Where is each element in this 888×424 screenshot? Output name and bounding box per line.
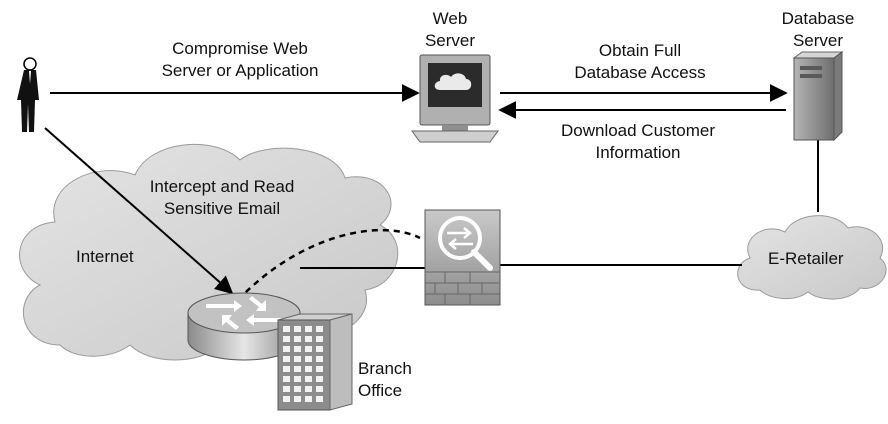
e-retailer-label: E-Retailer bbox=[768, 249, 844, 268]
compromise-label-line-1: Compromise Web bbox=[172, 39, 308, 58]
intercept-label: Intercept and Read Sensitive Email bbox=[122, 176, 322, 220]
building-window bbox=[305, 386, 312, 392]
download-label-line-1: Download Customer bbox=[560, 121, 715, 140]
building-window bbox=[294, 326, 301, 332]
building-window bbox=[283, 346, 290, 352]
intercept-arrow bbox=[44, 127, 234, 295]
building-window bbox=[283, 336, 290, 342]
download-label-line-2: Information bbox=[595, 143, 681, 162]
building-window bbox=[294, 356, 301, 362]
intercept-label-line-1: Intercept and Read bbox=[149, 177, 295, 196]
branch-office-label: Branch Office bbox=[358, 358, 412, 402]
building-window bbox=[305, 366, 312, 372]
building-window bbox=[294, 336, 301, 342]
building-window bbox=[305, 326, 312, 332]
building-window bbox=[283, 376, 290, 382]
building-window bbox=[283, 396, 290, 402]
obtain-access-label-line-2: Database Access bbox=[574, 63, 706, 82]
building-window bbox=[316, 396, 323, 402]
building-window bbox=[294, 346, 301, 352]
building-window bbox=[316, 386, 323, 392]
building-window bbox=[305, 396, 312, 402]
internet-label: Internet bbox=[76, 247, 134, 266]
building-window bbox=[316, 366, 323, 372]
building-window bbox=[283, 386, 290, 392]
firewall-ips-icon bbox=[424, 209, 501, 306]
building-window bbox=[316, 326, 323, 332]
router-icon bbox=[187, 292, 301, 361]
building-window bbox=[283, 326, 290, 332]
building-window bbox=[305, 346, 312, 352]
building-window bbox=[294, 396, 301, 402]
building-window bbox=[294, 376, 301, 382]
database-server-label-line-1: Database bbox=[781, 9, 855, 28]
person-icon bbox=[17, 57, 39, 132]
compromise-label: Compromise Web Server or Application bbox=[130, 38, 350, 82]
database-server-label-line-2: Server bbox=[792, 31, 844, 50]
web-server-label: Web Server bbox=[420, 8, 480, 52]
obtain-access-label-line-1: Obtain Full bbox=[598, 41, 682, 60]
obtain-access-label: Obtain Full Database Access bbox=[555, 40, 725, 84]
building-window bbox=[316, 346, 323, 352]
web-server-label-line-2: Server bbox=[424, 31, 476, 50]
download-label: Download Customer Information bbox=[528, 120, 748, 164]
building-window bbox=[305, 376, 312, 382]
intercept-label-line-2: Sensitive Email bbox=[163, 199, 281, 218]
e-retailer-cloud-icon bbox=[737, 215, 887, 300]
building-window bbox=[305, 356, 312, 362]
building-window bbox=[294, 386, 301, 392]
web-server-icon bbox=[411, 54, 499, 143]
building-window bbox=[294, 366, 301, 372]
web-server-label-line-1: Web bbox=[432, 9, 468, 28]
building-window bbox=[316, 356, 323, 362]
compromise-label-line-2: Server or Application bbox=[161, 61, 319, 80]
database-server-label: Database Server bbox=[768, 8, 868, 52]
database-server-icon bbox=[792, 51, 844, 142]
building-icon bbox=[277, 313, 353, 411]
building-window bbox=[283, 366, 290, 372]
building-window bbox=[283, 356, 290, 362]
building-window bbox=[316, 336, 323, 342]
branch-office-label-line-1: Branch bbox=[358, 359, 412, 378]
building-window bbox=[316, 376, 323, 382]
branch-office-label-line-2: Office bbox=[358, 381, 403, 400]
building-window bbox=[305, 336, 312, 342]
